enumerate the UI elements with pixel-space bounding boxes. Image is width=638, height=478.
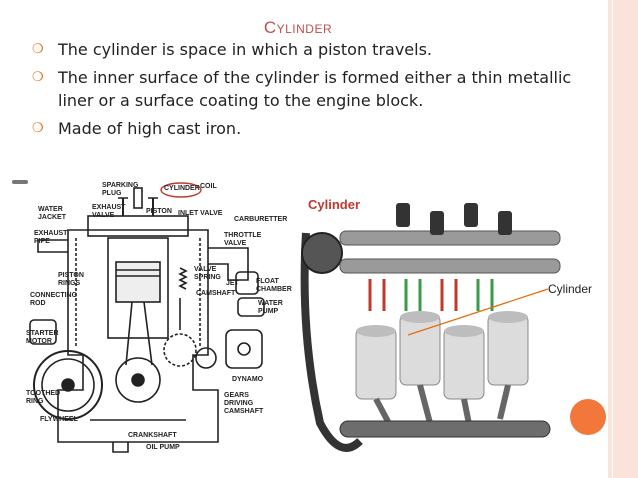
bullet-text: Made of high cast iron.: [58, 119, 242, 138]
engine-render-svg: [300, 203, 561, 452]
label-exhaust-pipe: EXHAUST PIPE: [34, 230, 68, 245]
engine-line-drawing: SPARKING PLUG CYLINDER COIL WATER JACKET…: [26, 180, 293, 455]
render-title: Cylinder: [308, 197, 361, 212]
label-cylinder: CYLINDER: [164, 185, 200, 192]
cylinder-callout-label: Cylinder: [548, 282, 593, 296]
bullet-item: ❍ The inner surface of the cylinder is f…: [32, 66, 592, 112]
decorative-orange-circle: [570, 399, 606, 435]
label-exhaust-valve: EXHAUST VALVE: [92, 204, 126, 219]
label-toothed-ring: TOOTHED RING: [26, 390, 61, 405]
label-valve-spring: VALVE SPRING: [194, 266, 221, 281]
label-connecting-rod: CONNECTING ROD: [30, 292, 78, 307]
label-throttle-valve: THROTTLE VALVE: [224, 232, 262, 247]
engine-drawing-svg: [29, 182, 265, 453]
bullet-circle-icon: ❍: [32, 42, 44, 57]
side-band-line: [612, 0, 613, 478]
label-float-chamber: FLOAT CHAMBER: [256, 278, 292, 293]
side-band: [608, 0, 638, 478]
bullet-circle-icon: ❍: [32, 121, 44, 136]
bullet-list: ❍ The cylinder is space in which a pisto…: [32, 38, 592, 145]
label-coil: COIL: [200, 183, 217, 190]
label-water-pump: WATER PUMP: [258, 300, 283, 315]
slide-edge-tick: [12, 180, 28, 184]
label-water-jacket: WATER JACKET: [38, 206, 67, 221]
label-crankshaft: CRANKSHAFT: [128, 432, 177, 439]
bullet-circle-icon: ❍: [32, 70, 44, 85]
label-oil-pump: OIL PUMP: [146, 444, 180, 451]
label-inlet-valve: INLET VALVE: [178, 210, 223, 217]
label-jet: JET: [226, 280, 239, 287]
slide-title: Cylinder: [263, 18, 333, 37]
label-gears-driving-camshaft: GEARS DRIVING CAMSHAFT: [224, 392, 264, 415]
engine-3d-render: Cylinder: [300, 193, 576, 467]
label-piston: PISTON: [146, 208, 172, 215]
label-piston-rings: PISTON RINGS: [58, 272, 84, 287]
label-camshaft: CAMSHAFT: [196, 290, 236, 297]
label-sparking-plug: SPARKING PLUG: [102, 182, 139, 197]
label-flywheel: FLYWHEEL: [40, 416, 78, 423]
bullet-text: The cylinder is space in which a piston …: [58, 40, 433, 59]
bullet-text: The inner surface of the cylinder is for…: [58, 68, 572, 110]
bullet-item: ❍ The cylinder is space in which a pisto…: [32, 38, 592, 61]
label-starter-motor: STARTER MOTOR: [26, 330, 59, 345]
bullet-item: ❍ Made of high cast iron.: [32, 117, 592, 140]
label-carburetter: CARBURETTER: [234, 216, 288, 223]
label-dynamo: DYNAMO: [232, 376, 264, 383]
